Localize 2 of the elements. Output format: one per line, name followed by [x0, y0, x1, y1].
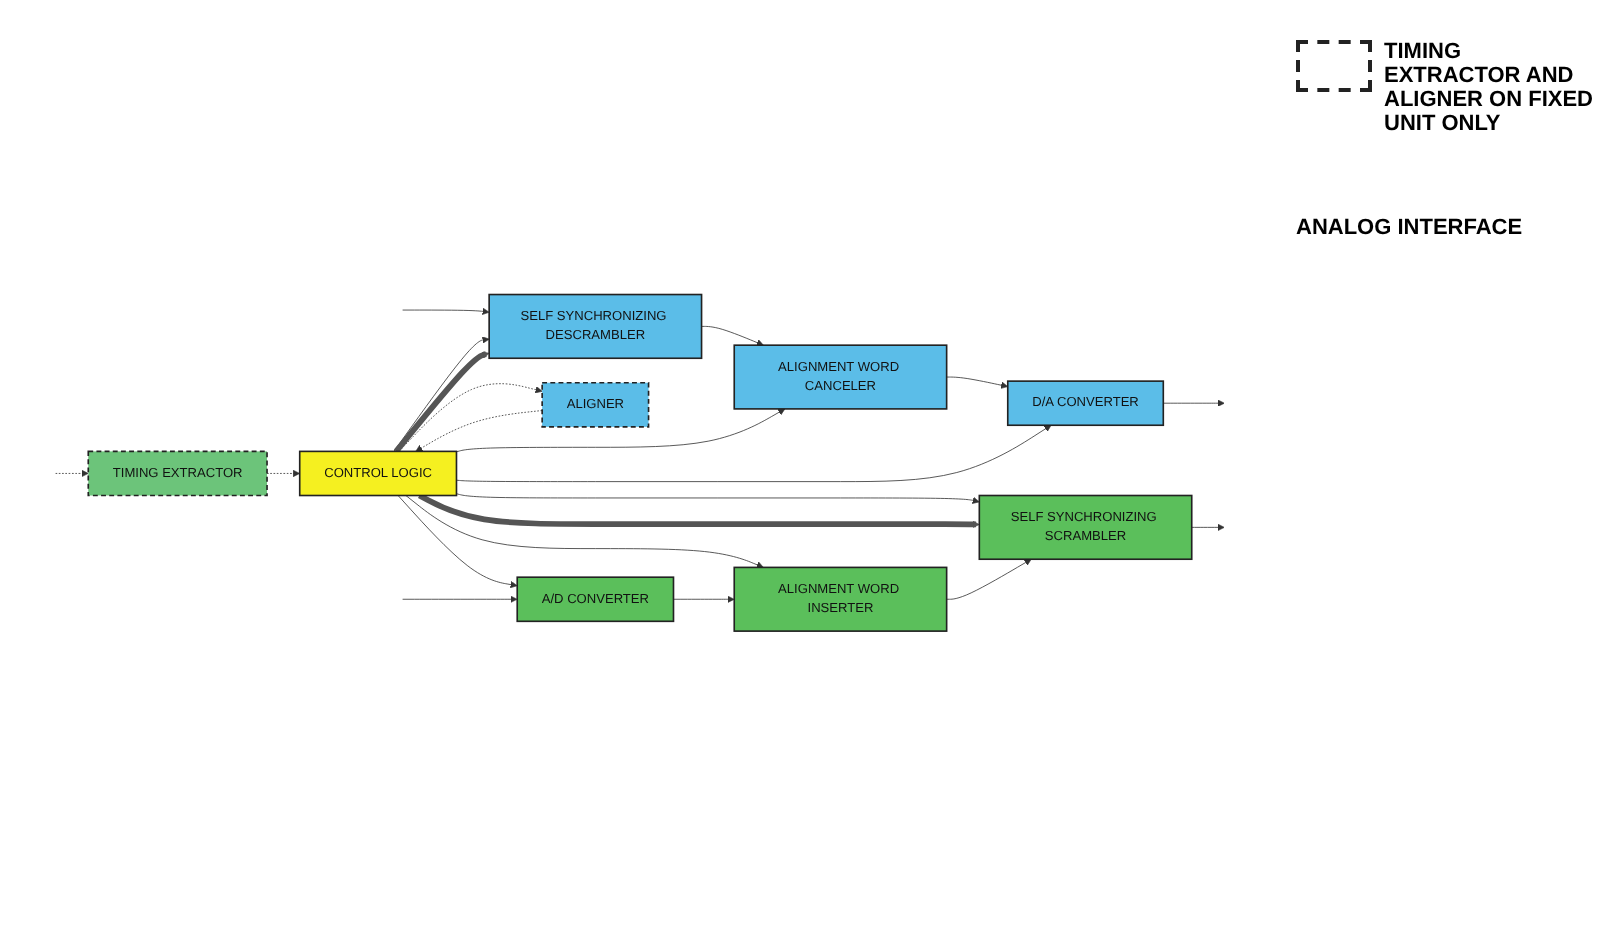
note-label: ANALOG INTERFACE	[1296, 216, 1525, 240]
legend-text: TIMING EXTRACTOR AND ALIGNER ON FIXED UNIT ONLY	[1384, 40, 1596, 136]
